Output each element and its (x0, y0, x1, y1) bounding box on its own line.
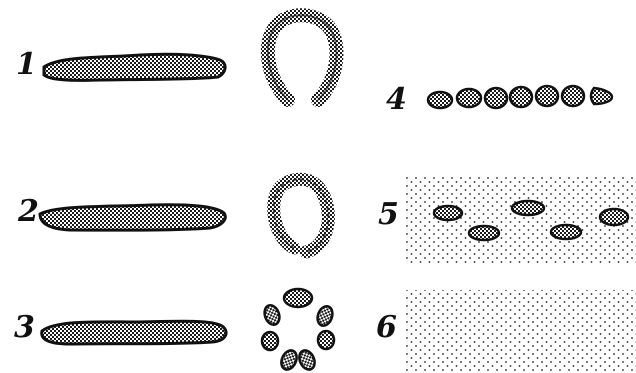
rod-2 (40, 205, 225, 230)
rod-1 (44, 54, 225, 80)
ring-3-segments (262, 289, 335, 372)
segment-chain (428, 86, 612, 108)
dotted-field-6 (404, 290, 636, 373)
rod-3 (42, 321, 226, 344)
